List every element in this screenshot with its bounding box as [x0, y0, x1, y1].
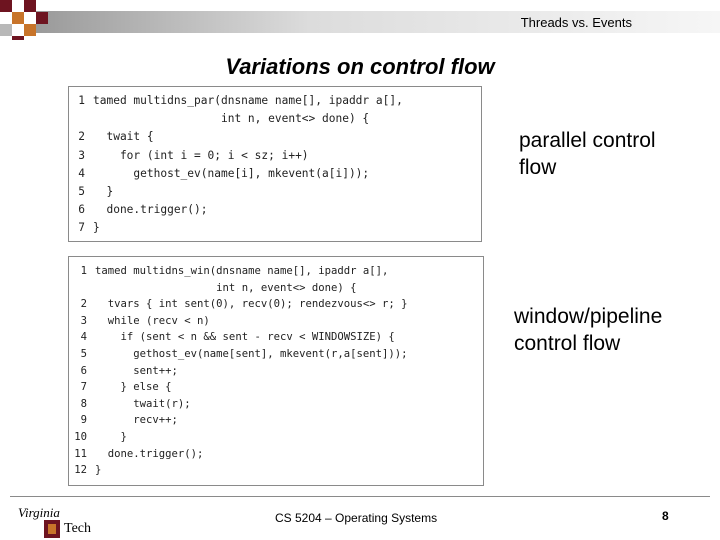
line-number: 3: [78, 148, 85, 162]
code-text: done.trigger();: [95, 447, 204, 460]
deco-square: [0, 24, 12, 36]
page-number: 8: [662, 509, 669, 523]
code-line: 5 }: [75, 183, 481, 201]
code-line: 11 done.trigger();: [71, 446, 483, 463]
line-number: 10: [74, 430, 87, 443]
label-line: window/pipeline: [514, 305, 663, 328]
code-line: 2 tvars { int sent(0), recv(0); rendezvo…: [71, 296, 483, 313]
code-text: sent++;: [95, 364, 178, 377]
label-parallel-control-flow: parallel control flow: [519, 127, 656, 181]
line-number: 1: [78, 94, 85, 107]
code-line: int n, event<> done) {: [75, 110, 481, 128]
footer-divider: [10, 496, 710, 497]
code-text: int n, event<> done) {: [93, 112, 370, 126]
label-line: flow: [519, 156, 557, 179]
code-text: tvars { int sent(0), recv(0); rendezvous…: [95, 298, 408, 311]
code-text: done.trigger();: [93, 203, 208, 217]
code-text: twait(r);: [95, 397, 191, 410]
code-line: 7}: [75, 219, 481, 237]
deco-square: [36, 12, 48, 24]
code-line: 4 gethost_ev(name[i], mkevent(a[i]));: [75, 165, 481, 183]
code-line: 2 twait {: [75, 128, 481, 146]
code-line: 7 } else {: [71, 379, 483, 396]
line-number: 5: [80, 347, 87, 360]
code-line: 10 }: [71, 429, 483, 446]
code-line: 6 sent++;: [71, 363, 483, 380]
line-number: 5: [78, 185, 85, 199]
line-number: [71, 280, 87, 297]
line-number: 6: [78, 203, 85, 217]
deco-square: [12, 12, 24, 24]
code-line: 12}: [71, 462, 483, 479]
code-text: gethost_ev(name[sent], mkevent(r,a[sent]…: [95, 347, 408, 360]
line-number: 2: [80, 298, 87, 311]
line-number: 7: [80, 381, 87, 394]
code-line: 1 tamed multidns_par(dnsname name[], ipad…: [75, 92, 481, 110]
code-text: if (sent < n && sent - recv < WINDOWSIZE…: [95, 331, 395, 344]
line-number: [75, 110, 85, 128]
code-listing-parallel: 1 tamed multidns_par(dnsname name[], ipad…: [68, 86, 482, 242]
deco-square: [12, 36, 24, 40]
code-block: 1 tamed multidns_par(dnsname name[], ipad…: [69, 87, 481, 238]
deco-square: [24, 24, 36, 36]
code-text: recv++;: [95, 414, 178, 427]
code-line: 3 while (recv < n): [71, 313, 483, 330]
header-decoration: [0, 0, 720, 40]
line-number: 12: [74, 464, 87, 477]
logo-emblem-icon: [48, 524, 56, 534]
header-band: [36, 11, 720, 33]
code-line: int n, event<> done) {: [71, 280, 483, 297]
code-line: 4 if (sent < n && sent - recv < WINDOWSI…: [71, 329, 483, 346]
line-number: 7: [78, 221, 85, 235]
footer-course: CS 5204 – Operating Systems: [275, 511, 438, 525]
line-number: 8: [80, 397, 87, 410]
code-block: 1 tamed multidns_win(dnsname name[], ipad…: [69, 257, 483, 479]
logo-text-bottom: Tech: [64, 521, 92, 536]
line-number: 11: [74, 447, 87, 460]
code-text: gethost_ev(name[i], mkevent(a[i]));: [93, 166, 370, 180]
code-text: }: [93, 185, 114, 199]
slide-title: Variations on control flow: [225, 54, 495, 79]
line-number: 4: [80, 331, 87, 344]
code-text: } else {: [95, 381, 172, 394]
line-number: 3: [80, 314, 87, 327]
code-text: int n, event<> done) {: [95, 281, 357, 294]
code-line: 9 recv++;: [71, 412, 483, 429]
line-number: 2: [78, 130, 85, 144]
label-line: parallel control: [519, 129, 656, 152]
label-window-pipeline-control-flow: window/pipeline control flow: [514, 303, 662, 357]
code-line: 3 for (int i = 0; i < sz; i++): [75, 147, 481, 165]
virginia-tech-logo: Virginia Tech: [18, 505, 91, 539]
header-title: Threads vs. Events: [520, 15, 632, 30]
code-text: }: [93, 221, 100, 235]
code-text: twait {: [93, 130, 154, 144]
line-number: 1: [80, 265, 87, 277]
code-listing-window: 1 tamed multidns_win(dnsname name[], ipad…: [68, 256, 484, 486]
code-line: 1 tamed multidns_win(dnsname name[], ipad…: [71, 263, 483, 280]
code-text: }: [95, 464, 102, 477]
deco-square: [0, 0, 12, 12]
code-text: tamed multidns_win(dnsname name[], ipadd…: [95, 265, 389, 277]
line-number: 9: [80, 414, 87, 427]
code-text: while (recv < n): [95, 314, 210, 327]
line-number: 4: [78, 166, 85, 180]
code-text: tamed multidns_par(dnsname name[], ipadd…: [93, 94, 403, 107]
line-number: 6: [80, 364, 87, 377]
label-line: control flow: [514, 332, 621, 355]
code-text: for (int i = 0; i < sz; i++): [93, 148, 309, 162]
code-line: 6 done.trigger();: [75, 201, 481, 219]
deco-square: [24, 0, 36, 12]
code-line: 5 gethost_ev(name[sent], mkevent(r,a[sen…: [71, 346, 483, 363]
logo-text-top: Virginia: [18, 505, 60, 520]
code-line: 8 twait(r);: [71, 396, 483, 413]
code-text: }: [95, 430, 127, 443]
